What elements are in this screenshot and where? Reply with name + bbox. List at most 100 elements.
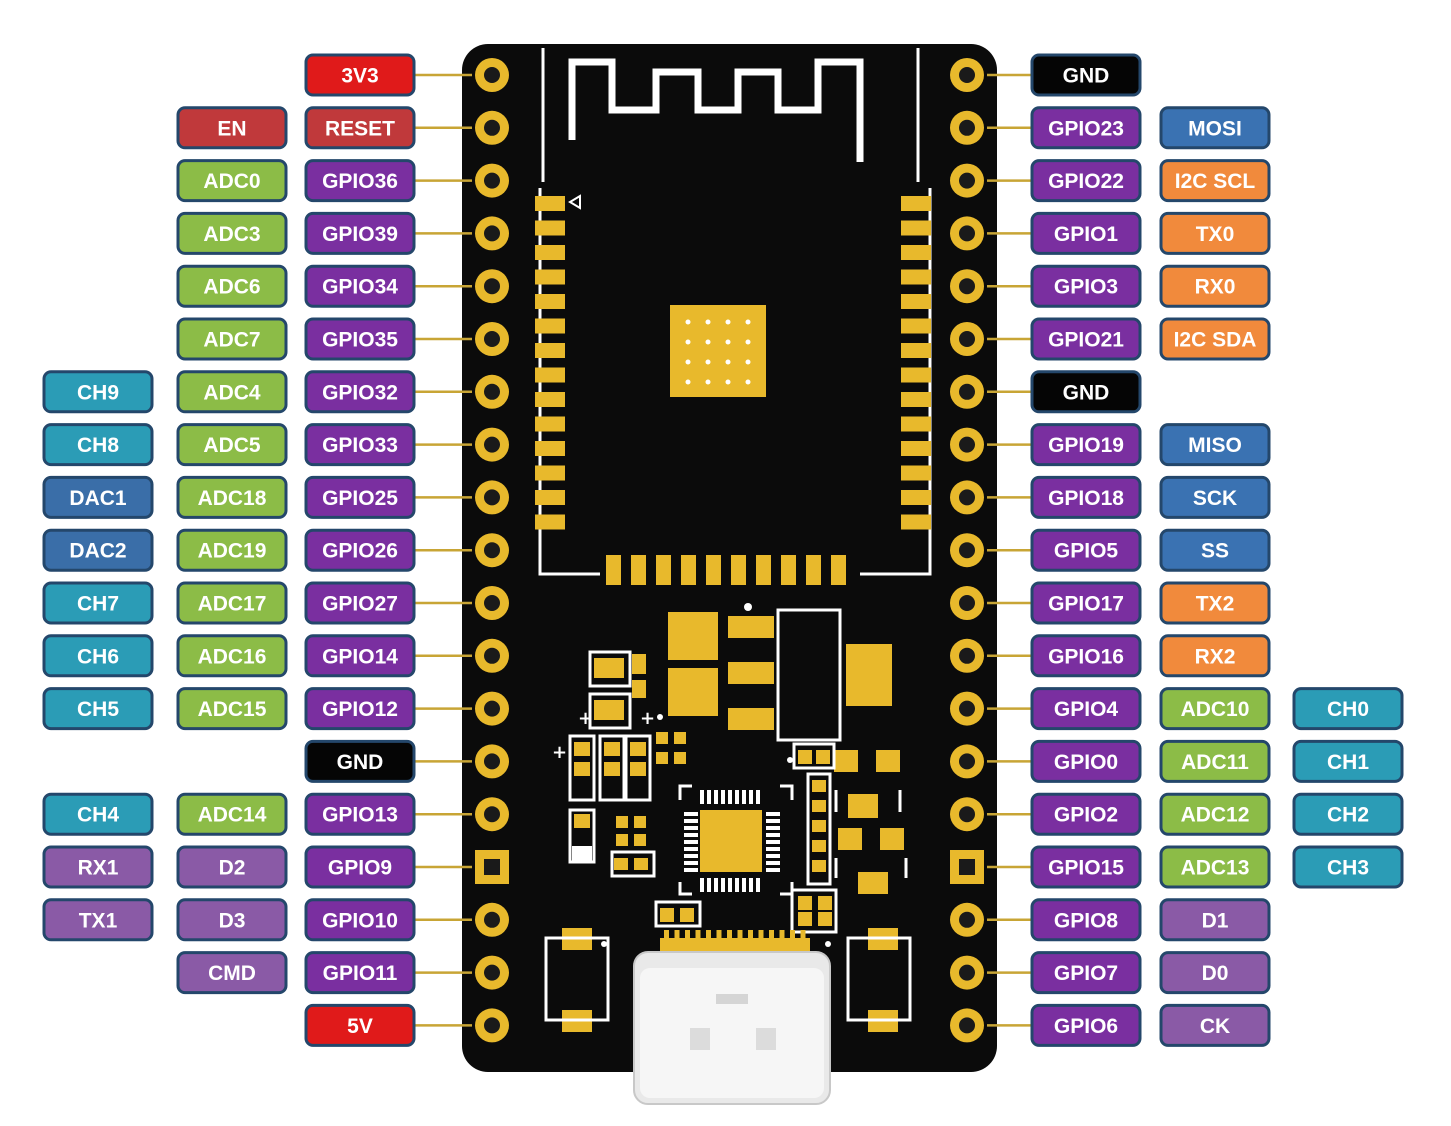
pin-label-text: RX1 xyxy=(78,857,119,880)
pin-label-text: ADC4 xyxy=(203,381,260,404)
pin-label-adc0: ADC0 xyxy=(176,159,288,203)
header-hole xyxy=(959,225,975,242)
pin-label-text: ADC18 xyxy=(198,487,267,510)
usb-pin xyxy=(695,930,701,944)
pin-label-text: CH6 xyxy=(77,645,119,668)
chip-lead xyxy=(766,868,780,872)
pin-label-box xyxy=(304,634,416,678)
pin-label-ch1: CH1 xyxy=(1292,739,1404,783)
header-hole xyxy=(959,964,975,981)
pin-label-box xyxy=(1159,898,1271,942)
module-pad xyxy=(535,465,565,481)
module-pad xyxy=(781,555,796,585)
pin-label-box xyxy=(304,106,416,150)
pin-label-text: ADC10 xyxy=(1181,698,1250,721)
pin-label-text: MISO xyxy=(1188,434,1242,457)
pin-label-text: 5V xyxy=(347,1015,373,1038)
header-hole xyxy=(484,436,500,453)
chip-lead xyxy=(684,840,698,844)
pin-label-text: CMD xyxy=(208,962,256,985)
pin-label-dac2: DAC2 xyxy=(42,528,154,572)
via xyxy=(745,379,751,385)
via xyxy=(685,379,691,385)
pin-label-ch3: CH3 xyxy=(1292,845,1404,889)
pin-label-text: GPIO22 xyxy=(1048,170,1124,193)
header-hole xyxy=(959,383,975,400)
pin-label-i2c-sda: I2C SDA xyxy=(1159,317,1271,361)
pin-label-text: GPIO32 xyxy=(322,381,398,404)
module-pad xyxy=(535,220,565,236)
via xyxy=(745,359,751,365)
pin-label-text: RX2 xyxy=(1195,645,1236,668)
chip-lead xyxy=(742,790,746,804)
pin-label-box xyxy=(176,475,288,519)
pin-label-box xyxy=(1159,1003,1271,1047)
usb-pin xyxy=(737,930,743,944)
pin-label-text: CK xyxy=(1200,1015,1230,1038)
pin-label-text: CH4 xyxy=(77,804,119,827)
pin-label-adc11: ADC11 xyxy=(1159,739,1271,783)
pin-label-adc18: ADC18 xyxy=(176,475,288,519)
pin-label-d0: D0 xyxy=(1159,951,1271,995)
pin-label-text: DAC2 xyxy=(69,540,126,563)
pin-label-adc3: ADC3 xyxy=(176,211,288,255)
pin-label-dac1: DAC1 xyxy=(42,475,154,519)
pin-label-tx0: TX0 xyxy=(1159,211,1271,255)
pin-label-gpio27: GPIO27 xyxy=(304,581,416,625)
pin-label-text: GPIO13 xyxy=(322,804,398,827)
pin-label-en: EN xyxy=(176,106,288,150)
pin-label-gpio19: GPIO19 xyxy=(1030,423,1142,467)
chip-lead xyxy=(684,868,698,872)
pin-label-gpio21: GPIO21 xyxy=(1030,317,1142,361)
header-hole xyxy=(959,172,975,189)
pin-label-text: ADC19 xyxy=(198,540,267,563)
pin-label-box xyxy=(176,317,288,361)
module-pad xyxy=(535,416,565,432)
pin-label-text: GPIO9 xyxy=(328,857,392,880)
pin-label-text: TX1 xyxy=(79,909,118,932)
chip-lead xyxy=(684,854,698,858)
chip-lead xyxy=(700,878,704,892)
pin-label-text: GPIO12 xyxy=(322,698,398,721)
pin-label-gpio32: GPIO32 xyxy=(304,370,416,414)
module-pad xyxy=(901,343,931,358)
module-pad xyxy=(535,441,565,456)
pin-label-gpio35: GPIO35 xyxy=(304,317,416,361)
usb-pin xyxy=(706,930,711,944)
module-pad xyxy=(535,318,565,334)
pin-label-box xyxy=(1292,792,1404,836)
pin-label-box xyxy=(42,898,154,942)
pin-label-text: GPIO34 xyxy=(322,276,398,299)
pin-label-rx2: RX2 xyxy=(1159,634,1271,678)
pin-label-text: D1 xyxy=(1202,909,1229,932)
pin-label-box xyxy=(1159,792,1271,836)
antenna-trace xyxy=(568,58,864,162)
pin-label-box xyxy=(42,687,154,731)
pin-label-box xyxy=(304,317,416,361)
pin-label-box xyxy=(304,53,416,97)
pin-label-box xyxy=(1292,845,1404,889)
pin-label-box xyxy=(1030,951,1142,995)
via xyxy=(745,339,751,345)
pin-label-box xyxy=(176,687,288,731)
chip-lead xyxy=(766,833,780,837)
module-pad xyxy=(901,318,931,334)
pin-label-gpio33: GPIO33 xyxy=(304,423,416,467)
header-hole xyxy=(484,595,500,611)
pin-label-d3: D3 xyxy=(176,898,288,942)
module-pad xyxy=(706,555,721,585)
chip-lead xyxy=(700,790,704,804)
pin-label-box xyxy=(176,159,288,203)
pin-label-box xyxy=(1292,739,1404,783)
header-hole xyxy=(484,331,500,347)
pin-label-adc4: ADC4 xyxy=(176,370,288,414)
pin-label-adc19: ADC19 xyxy=(176,528,288,572)
pin-label-tx1: TX1 xyxy=(42,898,154,942)
header-hole xyxy=(959,331,975,347)
pin-label-text: GPIO33 xyxy=(322,434,398,457)
pin-label-box xyxy=(304,370,416,414)
pin-label-box xyxy=(176,528,288,572)
pin-label-box xyxy=(176,581,288,625)
pin-label-gnd: GND xyxy=(304,739,416,783)
